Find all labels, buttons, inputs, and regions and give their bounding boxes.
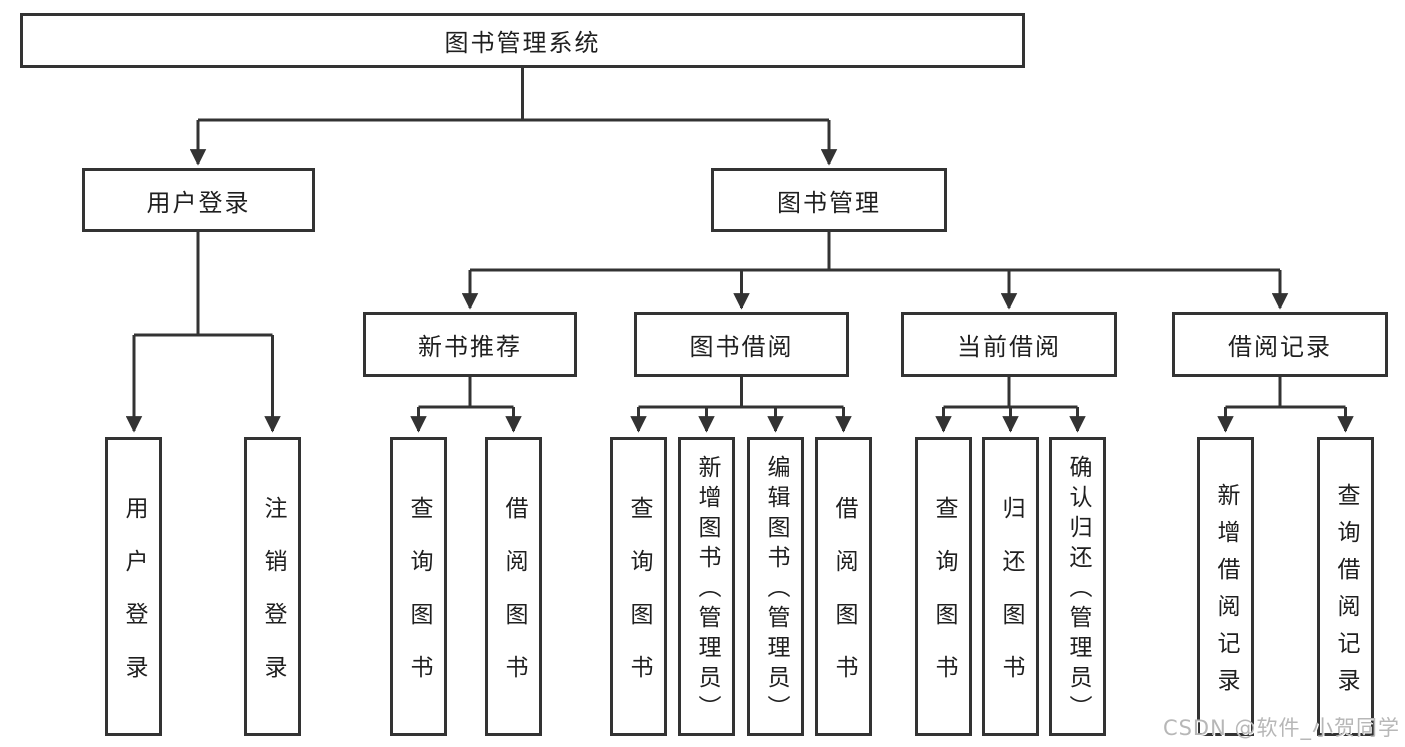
leaf-recommend-query-books-label: 查询图书 (406, 495, 432, 708)
leaf-confirm-return-admin-label: 确认归还（管理员） (1065, 455, 1091, 725)
node-borrow-records-label: 借阅记录 (1228, 333, 1332, 361)
leaf-add-books-admin: 新增图书（管理员） (678, 437, 735, 736)
leaf-recommend-borrow-books: 借阅图书 (485, 437, 542, 736)
leaf-edit-books-admin: 编辑图书（管理员） (747, 437, 804, 736)
node-current-borrow-label: 当前借阅 (957, 333, 1061, 361)
leaf-confirm-return-admin: 确认归还（管理员） (1049, 437, 1106, 736)
leaf-borrow-query-books-label: 查询图书 (626, 495, 652, 708)
node-borrow-records: 借阅记录 (1172, 312, 1388, 377)
node-user-login: 用户登录 (82, 168, 315, 232)
leaf-recommend-borrow-books-label: 借阅图书 (501, 495, 527, 708)
leaf-user-login: 用户登录 (105, 437, 162, 736)
leaf-query-borrow-record: 查询借阅记录 (1317, 437, 1374, 736)
leaf-add-books-admin-label: 新增图书（管理员） (694, 455, 720, 725)
node-new-book-recommend-label: 新书推荐 (418, 333, 522, 361)
node-book-borrow-label: 图书借阅 (689, 333, 794, 361)
node-root-label: 图书管理系统 (444, 29, 601, 57)
leaf-add-borrow-record-label: 新增借阅记录 (1213, 482, 1239, 705)
leaf-borrow-query-books: 查询图书 (610, 437, 667, 736)
leaf-current-query-books: 查询图书 (915, 437, 972, 736)
leaf-edit-books-admin-label: 编辑图书（管理员） (763, 455, 789, 725)
leaf-query-borrow-record-label: 查询借阅记录 (1333, 482, 1359, 705)
node-new-book-recommend: 新书推荐 (363, 312, 577, 377)
node-user-login-label: 用户登录 (146, 188, 251, 217)
leaf-logout-label: 注销登录 (260, 495, 286, 708)
leaf-borrow-books-label: 借阅图书 (831, 495, 857, 708)
node-root-system: 图书管理系统 (20, 13, 1025, 68)
leaf-recommend-query-books: 查询图书 (390, 437, 447, 736)
node-book-management-label: 图书管理 (777, 188, 881, 217)
leaf-add-borrow-record: 新增借阅记录 (1197, 437, 1254, 736)
leaf-user-login-label: 用户登录 (121, 495, 147, 708)
leaf-logout: 注销登录 (244, 437, 301, 736)
node-current-borrow: 当前借阅 (901, 312, 1117, 377)
csdn-watermark: CSDN @软件_小贺同学 (1162, 716, 1400, 740)
leaf-current-query-books-label: 查询图书 (931, 495, 957, 708)
node-book-borrow: 图书借阅 (634, 312, 849, 377)
leaf-return-books-label: 归还图书 (998, 495, 1024, 708)
leaf-return-books: 归还图书 (982, 437, 1039, 736)
leaf-borrow-books: 借阅图书 (815, 437, 872, 736)
node-book-management: 图书管理 (711, 168, 947, 232)
